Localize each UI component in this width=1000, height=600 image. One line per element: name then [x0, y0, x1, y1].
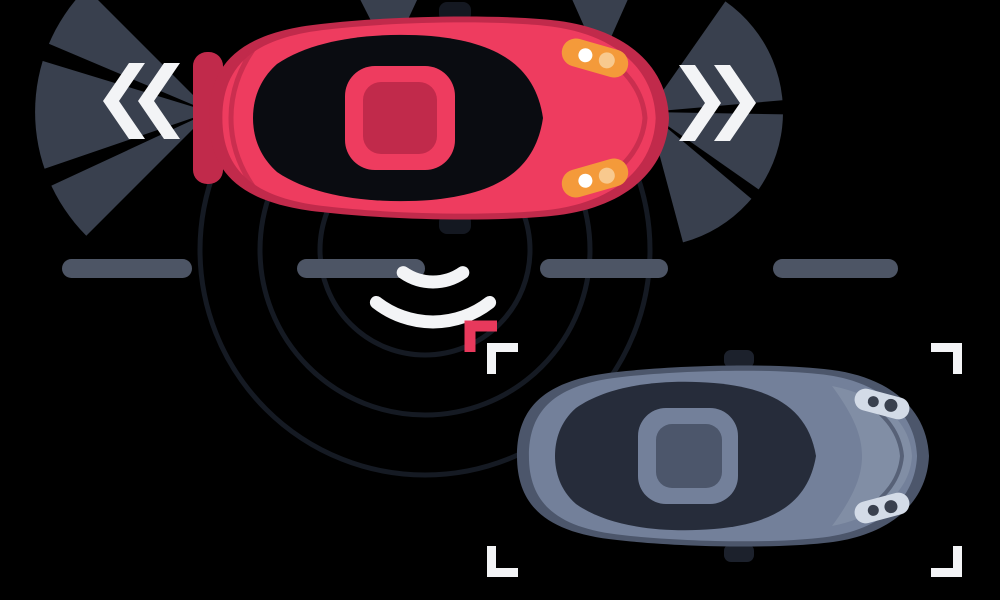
double-chevron-right-icon: [679, 65, 756, 141]
sensor-fan-right: [648, 1, 784, 243]
detected-car-headlight-top: [854, 388, 910, 420]
ego-car: [193, 2, 669, 234]
sensor-fan-right-gap-1: [648, 99, 793, 115]
frame-arm: [931, 343, 962, 352]
frame-arm: [953, 546, 962, 577]
headlight-dot-1: [867, 396, 879, 408]
headlight-housing: [854, 492, 910, 524]
headlight-housing: [854, 388, 910, 420]
frame-arm: [487, 343, 496, 374]
lane-marking: [62, 259, 898, 278]
frame-arm: [487, 546, 496, 577]
sonar-arc-inner: [396, 266, 470, 289]
frame-arm: [487, 568, 518, 577]
detected-car-headlight-bottom: [854, 492, 910, 524]
ego-car-headlight-top: [561, 38, 629, 78]
ego-car-rear-contour: [228, 42, 260, 194]
ego-car-sunroof: [363, 82, 437, 154]
lane-dash-3: [540, 259, 668, 278]
frame-corner-bottom-right: [931, 546, 962, 577]
frame-arm: [953, 343, 962, 374]
headlight-lamp: [578, 173, 593, 188]
detected-car: [517, 350, 929, 562]
chevron-left-2: [138, 63, 180, 139]
chevron-right-2: [714, 65, 756, 141]
headlight-dot-2: [884, 398, 898, 412]
detected-car-hood-highlight: [832, 386, 912, 526]
headlight-dot-1: [867, 504, 879, 516]
chevron-right-1: [679, 65, 721, 141]
sensor-fan-right-gap-2: [648, 112, 767, 206]
lane-dash-2: [297, 259, 425, 278]
frame-arm: [487, 343, 518, 352]
headlight-housing: [561, 38, 629, 78]
detected-car-sunroof: [656, 424, 722, 488]
frame-corner-top-left: [487, 343, 518, 374]
chevron-left-1: [103, 63, 145, 139]
detected-car-wing-mirror-top: [724, 350, 754, 368]
sonar-arc-outer: [369, 296, 497, 329]
frame-corner-bottom-left: [487, 546, 518, 577]
double-chevron-left-icon: [103, 63, 180, 139]
headlight-lamp: [578, 48, 593, 63]
detected-car-wing-mirror-bottom: [724, 544, 754, 562]
frame-corner-top-right: [931, 343, 962, 374]
sonar-waves-icon: [369, 266, 497, 329]
lane-dash-1: [62, 259, 192, 278]
ego-car-headlight-bottom: [561, 158, 629, 198]
headlight-housing: [561, 158, 629, 198]
frame-arm: [931, 568, 962, 577]
headlight-lamp-2: [598, 167, 615, 184]
headlight-dot-2: [884, 500, 898, 514]
detection-frame-corners: [487, 343, 962, 577]
lane-dash-4: [773, 259, 898, 278]
headlight-lamp-2: [598, 52, 615, 69]
target-corner-marker: [464, 320, 497, 352]
